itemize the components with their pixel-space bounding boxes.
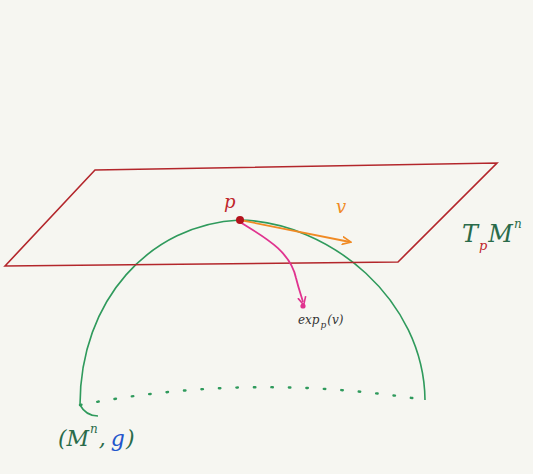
exp-label: exp (298, 314, 320, 326)
exp-point (300, 303, 305, 308)
manifold-label: (M (58, 428, 89, 450)
manifold-letter: M (488, 222, 513, 246)
closing-paren: ) (126, 428, 135, 450)
metric-label: g (111, 428, 125, 450)
geodesic-curve (240, 222, 303, 302)
hemisphere-base-front (80, 405, 98, 416)
tangent-vector (240, 220, 350, 242)
point-label: p (224, 193, 236, 211)
subscript: p (321, 321, 327, 330)
exp-argument: (v) (327, 314, 343, 326)
superscript: n (90, 423, 98, 435)
tangent-space-letter: T (462, 222, 478, 246)
hemisphere-outline (80, 220, 425, 405)
vector-label: v (336, 198, 346, 216)
tangent-plane (5, 163, 497, 266)
base-point (236, 216, 244, 224)
superscript: n (514, 218, 522, 230)
subscript: p (479, 239, 487, 252)
hemisphere-base-dotted (80, 387, 425, 405)
separator: , (99, 428, 106, 450)
